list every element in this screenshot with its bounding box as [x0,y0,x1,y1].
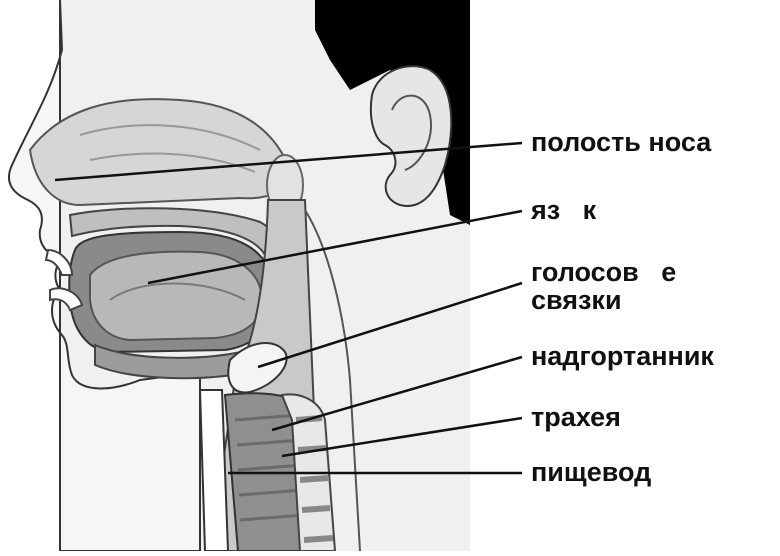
esophagus-tube [200,390,228,551]
label-trachea: трахея [531,403,621,431]
label-tongue: яз к [531,196,596,224]
label-epiglottis: надгортанник [531,342,714,370]
label-nasal-cavity: полость носа [531,128,711,156]
label-vocal-cords-line1: голосов е [531,258,676,286]
label-esophagus: пищевод [531,458,651,486]
label-vocal-cords-line2: связки [531,286,622,314]
